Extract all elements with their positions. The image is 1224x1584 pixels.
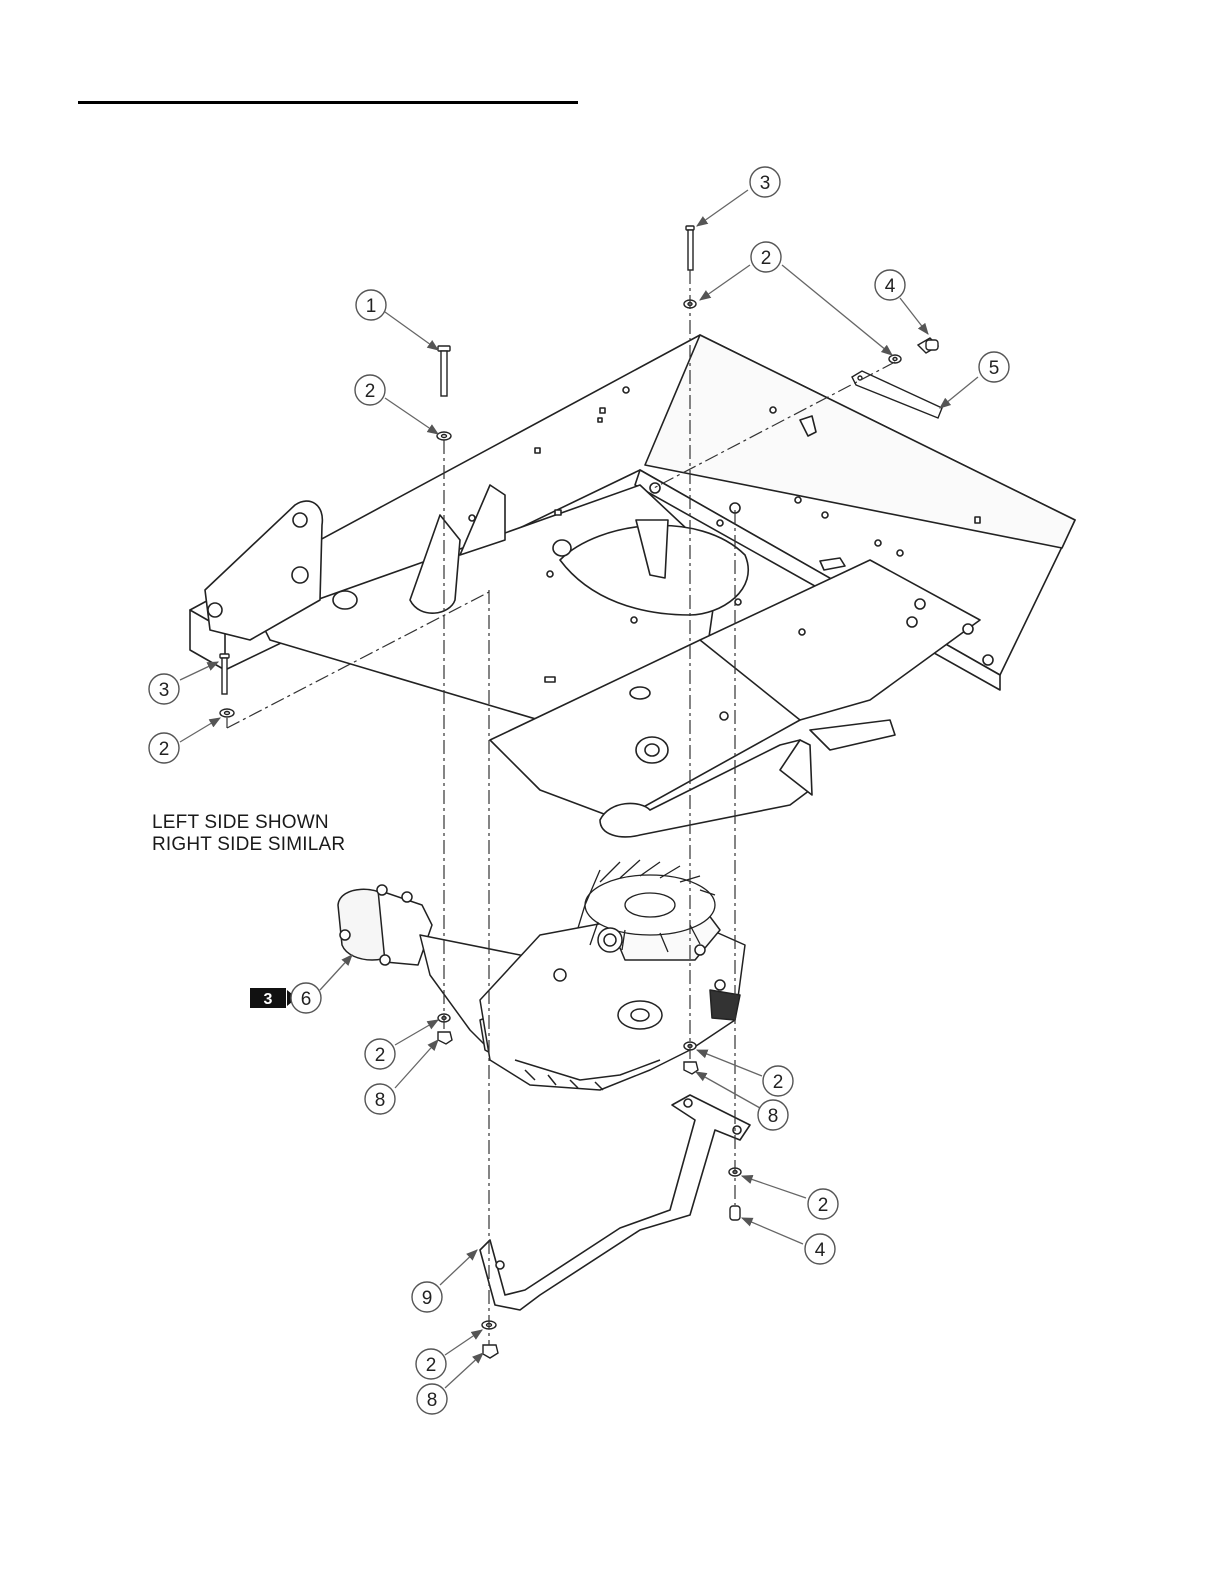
callout-c3-left: 3 bbox=[149, 674, 179, 704]
callout-c3-top: 3 bbox=[750, 167, 780, 197]
callout-c2-mid-right: 2 bbox=[763, 1066, 793, 1096]
callout-c4-top: 4 bbox=[875, 270, 905, 300]
orientation-note: LEFT SIDE SHOWN RIGHT SIDE SIMILAR bbox=[152, 812, 345, 856]
callout-c8-bottom: 8 bbox=[417, 1384, 447, 1414]
callout-label: 1 bbox=[366, 296, 377, 317]
callout-c2-top: 2 bbox=[751, 242, 781, 272]
callout-label: 2 bbox=[761, 248, 772, 269]
note-line-2: RIGHT SIDE SIMILAR bbox=[152, 834, 345, 856]
callout-label: 5 bbox=[989, 358, 1000, 379]
reference-badge: 3 bbox=[250, 988, 297, 1008]
callout-label: 6 bbox=[301, 989, 312, 1010]
callout-c5: 5 bbox=[979, 352, 1009, 382]
callout-c2-left: 2 bbox=[149, 733, 179, 763]
callout-label: 2 bbox=[159, 739, 170, 760]
callout-label: 2 bbox=[818, 1195, 829, 1216]
callout-label: 3 bbox=[159, 680, 170, 701]
callout-c1: 1 bbox=[356, 290, 386, 320]
callout-label: 2 bbox=[773, 1072, 784, 1093]
callout-c2-lower-right: 2 bbox=[808, 1189, 838, 1219]
callout-label: 4 bbox=[815, 1240, 826, 1261]
callout-label: 2 bbox=[365, 381, 376, 402]
callout-c2-bottom: 2 bbox=[416, 1349, 446, 1379]
callout-c2-mid-left: 2 bbox=[365, 1039, 395, 1069]
callout-c6: 6 bbox=[291, 983, 321, 1013]
callout-label: 2 bbox=[375, 1045, 386, 1066]
torque-bracket bbox=[480, 1095, 750, 1310]
callout-c2-left-upper: 2 bbox=[355, 375, 385, 405]
callout-c4-lower-right: 4 bbox=[805, 1234, 835, 1264]
callout-c9: 9 bbox=[412, 1282, 442, 1312]
callout-c8-mid-right: 8 bbox=[758, 1100, 788, 1130]
callout-label: 3 bbox=[760, 173, 771, 194]
transmission-assembly bbox=[338, 860, 745, 1090]
chassis-frame bbox=[190, 335, 1075, 837]
callout-label: 2 bbox=[426, 1355, 437, 1376]
callout-label: 8 bbox=[427, 1390, 438, 1411]
callout-label: 4 bbox=[885, 276, 896, 297]
svg-text:3: 3 bbox=[264, 991, 273, 1008]
callout-label: 9 bbox=[422, 1288, 433, 1309]
callout-label: 8 bbox=[375, 1090, 386, 1111]
note-line-1: LEFT SIDE SHOWN bbox=[152, 812, 345, 834]
callout-c8-mid-left: 8 bbox=[365, 1084, 395, 1114]
callout-label: 8 bbox=[768, 1106, 779, 1127]
